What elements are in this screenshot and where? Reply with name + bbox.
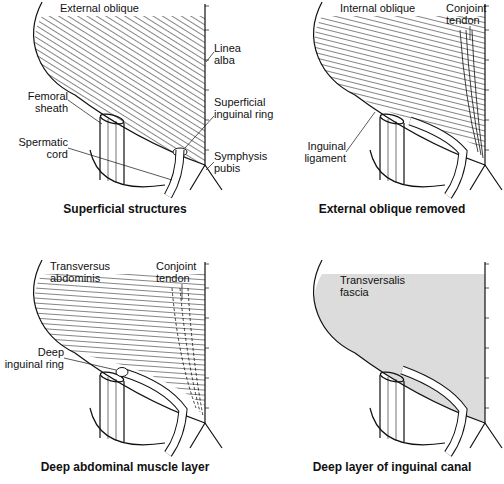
structure-label: Spermatic cord — [16, 136, 68, 160]
structure-label: Inguinal ligament — [284, 140, 346, 164]
spermatic-cord — [168, 150, 180, 196]
structure-label: Symphysis pubis — [214, 150, 278, 174]
spermatic-cord-fill — [410, 121, 463, 196]
panel-caption: Deep abdominal muscle layer — [0, 460, 250, 474]
pelvic-outline — [314, 260, 502, 448]
structure-label: Superficial inguinal ring — [214, 96, 278, 120]
deep-ring — [116, 368, 128, 377]
panel-deep-layer — [314, 260, 502, 454]
spermatic-cord-fill — [168, 150, 180, 196]
leader-lines — [68, 52, 214, 180]
spermatic-cord-fill — [122, 372, 183, 454]
leader-lines — [346, 26, 470, 152]
internal-oblique-muscle — [315, 16, 485, 150]
structure-label: Deep inguinal ring — [4, 346, 64, 370]
leader-lines — [64, 284, 182, 370]
spermatic-cord — [402, 370, 463, 454]
structure-label: Femoral sheath — [18, 90, 68, 114]
structure-label: Linea alba — [214, 42, 254, 66]
panel-caption: Deep layer of inguinal canal — [280, 460, 504, 474]
spermatic-cord — [122, 372, 183, 454]
muscle-label: Transversus abdominis — [50, 260, 130, 284]
muscle-label: Internal oblique — [340, 2, 440, 14]
panel-caption: Superficial structures — [0, 202, 250, 216]
panel-external-removed — [314, 2, 502, 196]
structure-label: Transversalis fascia — [340, 274, 420, 298]
spermatic-cord — [410, 121, 463, 196]
panel-caption: External oblique removed — [280, 202, 504, 216]
structure-label: Conjoint tendon — [446, 2, 496, 26]
spermatic-cord-fill — [402, 370, 463, 454]
structure-label: Conjoint tendon — [156, 260, 206, 284]
conjoint-tendon — [460, 30, 483, 158]
transversus-muscle — [35, 274, 205, 406]
muscle-label: External oblique — [60, 2, 160, 14]
